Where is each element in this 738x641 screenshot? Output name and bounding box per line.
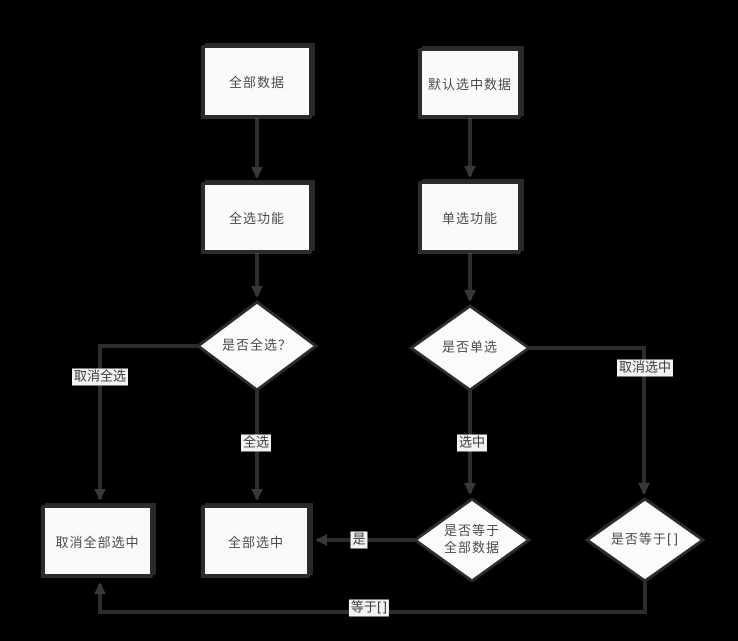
diamond-is-equal-all-data-shape	[412, 497, 532, 583]
node-all-selected: 全部选中	[202, 505, 310, 577]
edge-is-select-all-to-cancel-all-selected	[94, 344, 198, 501]
node-default-selected-data: 默认选中数据	[419, 48, 521, 118]
edge-label-equal-empty: 等于[]	[348, 599, 390, 617]
edge-label-yes: 是	[350, 531, 368, 549]
edge-label-cancel-selected: 取消选中	[616, 359, 674, 377]
node-single-select-function: 单选功能	[419, 181, 521, 253]
node-cancel-all-selected: 取消全部选中	[42, 505, 153, 577]
edge-label-cancel-select-all: 取消全选	[71, 368, 129, 386]
node-all-data-label: 全部数据	[228, 76, 285, 91]
node-is-select-all-label: 是否全选？	[221, 338, 293, 354]
node-all-data: 全部数据	[202, 45, 312, 118]
diamond-is-equal-empty-shape	[584, 497, 706, 583]
node-select-all-function-label: 全选功能	[228, 212, 285, 227]
node-is-equal-all-data-line2: 全部数据	[443, 541, 501, 556]
edge-label-selected: 选中	[456, 434, 488, 452]
node-single-select-function-label: 单选功能	[441, 211, 498, 227]
node-is-single-select-label: 是否单选	[441, 340, 499, 356]
node-cancel-all-selected-label: 取消全部选中	[55, 535, 140, 551]
edge-label-select-all: 全选	[240, 434, 272, 452]
edge-is-single-select-to-is-equal-empty	[529, 346, 650, 495]
diamond-is-single-select-shape	[408, 304, 532, 392]
node-all-selected-label: 全部选中	[227, 535, 284, 551]
node-is-equal-all-data-line1: 是否等于	[443, 524, 501, 539]
node-is-equal-empty-label: 是否等于[]	[610, 532, 680, 548]
node-is-equal-all-data-label: 是否等于 全部数据	[444, 523, 500, 557]
diamond-is-select-all-shape	[195, 300, 319, 392]
node-default-selected-data-label: 默认选中数据	[427, 77, 512, 93]
node-select-all-function: 全选功能	[202, 182, 312, 253]
